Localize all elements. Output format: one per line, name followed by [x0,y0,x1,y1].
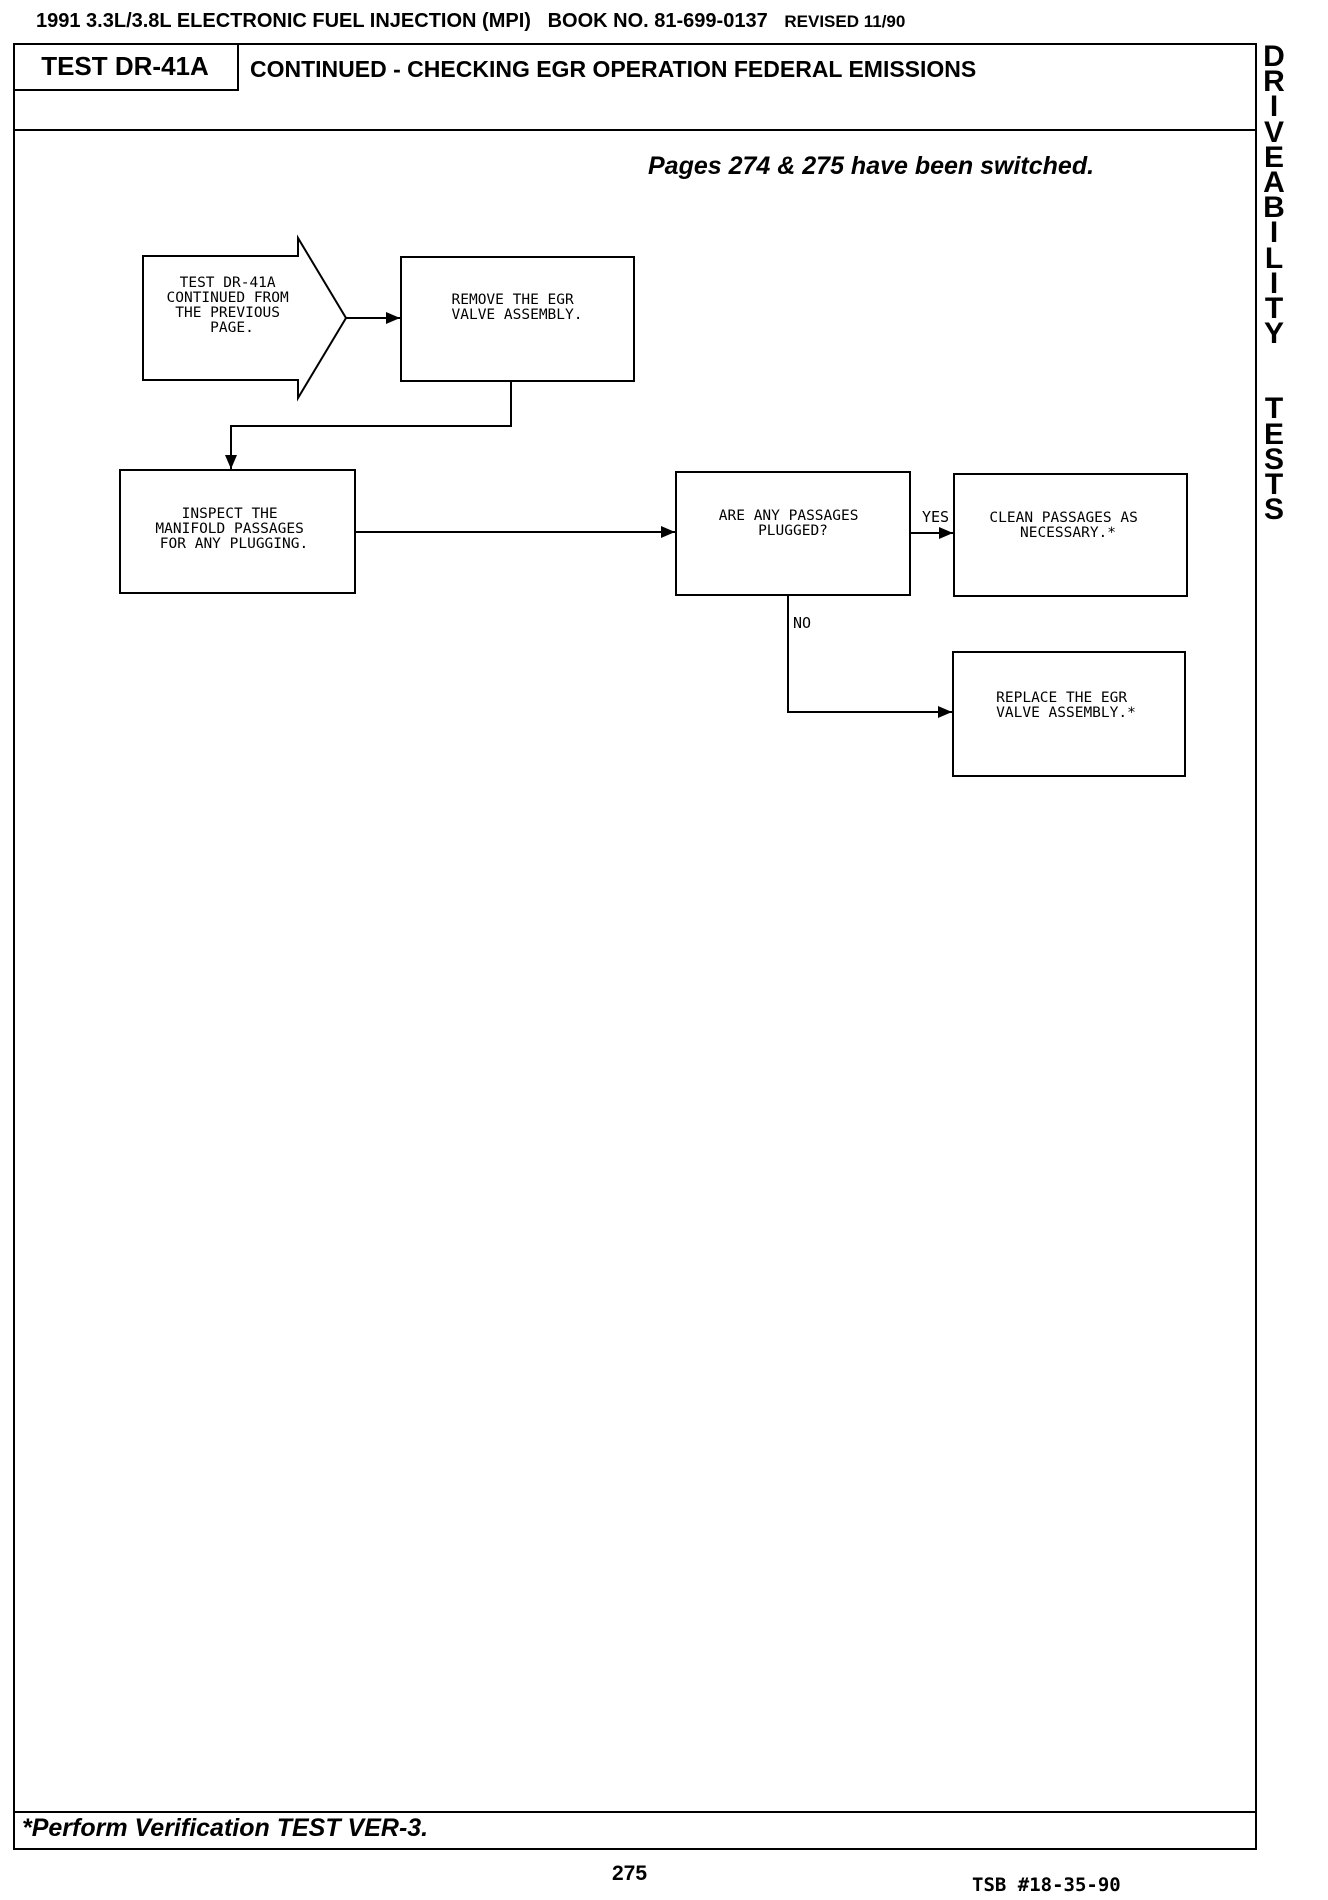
side-tab-driveability-tests: D R I V E A B I L I T Y T E S T S [1256,40,1292,527]
inspect-manifold-text: INSPECT THE MANIFOLD PASSAGES FOR ANY PL… [155,506,312,552]
footer-divider [13,1811,1255,1813]
side-tab-letter: E [1263,417,1284,451]
replace-egr-box [952,651,1186,777]
clean-passages-text: CLEAN PASSAGES AS NECESSARY.* [989,510,1146,541]
side-tab-letter: B [1263,191,1285,225]
start-arrow-text: TEST DR-41A CONTINUED FROM THE PREVIOUS … [167,275,298,336]
side-tab-letter: T [1264,468,1284,502]
side-tab-letter: Y [1263,317,1284,351]
side-tab-letter: D [1263,40,1285,73]
passages-plugged-question-text: ARE ANY PASSAGES PLUGGED? [719,508,867,539]
page-number: 275 [612,1862,648,1885]
yes-label: YES [922,508,949,526]
tsb-number: TSB #18-35-90 [972,1874,1121,1896]
side-tab-letter: I [1269,90,1279,124]
side-tab-letter: E [1263,140,1284,174]
start-arrow-shape [142,234,348,402]
side-tab-letter: L [1264,241,1284,275]
test-id-box: TEST DR-41A [13,43,239,91]
revised-date: REVISED 11/90 [784,12,906,31]
replace-egr-text: REPLACE THE EGR VALVE ASSEMBLY.* [996,690,1136,721]
connector-question-to-replace [787,595,952,718]
switched-pages-note: Pages 274 & 275 have been switched. [648,152,1095,180]
section-title: CONTINUED - CHECKING EGR OPERATION FEDER… [250,56,977,82]
remove-egr-text: REMOVE THE EGR VALVE ASSEMBLY. [452,292,583,323]
inspect-manifold-box [119,469,356,594]
side-tab-letter: A [1263,166,1285,200]
side-tab-letter: T [1264,392,1284,426]
side-tab-letter: S [1263,493,1284,527]
no-label: NO [793,614,811,632]
side-tab-letter: R [1263,65,1285,99]
publication-title: 1991 3.3L/3.8L ELECTRONIC FUEL INJECTION… [36,10,531,32]
remove-egr-box [400,256,635,382]
page-frame [13,43,1257,1850]
publication-header: 1991 3.3L/3.8L ELECTRONIC FUEL INJECTION… [36,10,905,33]
side-tab-letter: V [1263,115,1284,149]
title-row [13,43,1255,131]
connector-remove-to-inspect [225,381,512,469]
passages-plugged-question-box [675,471,911,596]
side-tab-letter: I [1269,266,1279,300]
verification-footnote: *Perform Verification TEST VER-3. [22,1814,429,1842]
clean-passages-box [953,473,1188,597]
side-tab-letter: S [1263,442,1284,476]
side-tab-letter: T [1264,292,1284,326]
side-tab-letter: I [1269,216,1279,250]
book-number: BOOK NO. 81-699-0137 [547,10,768,32]
